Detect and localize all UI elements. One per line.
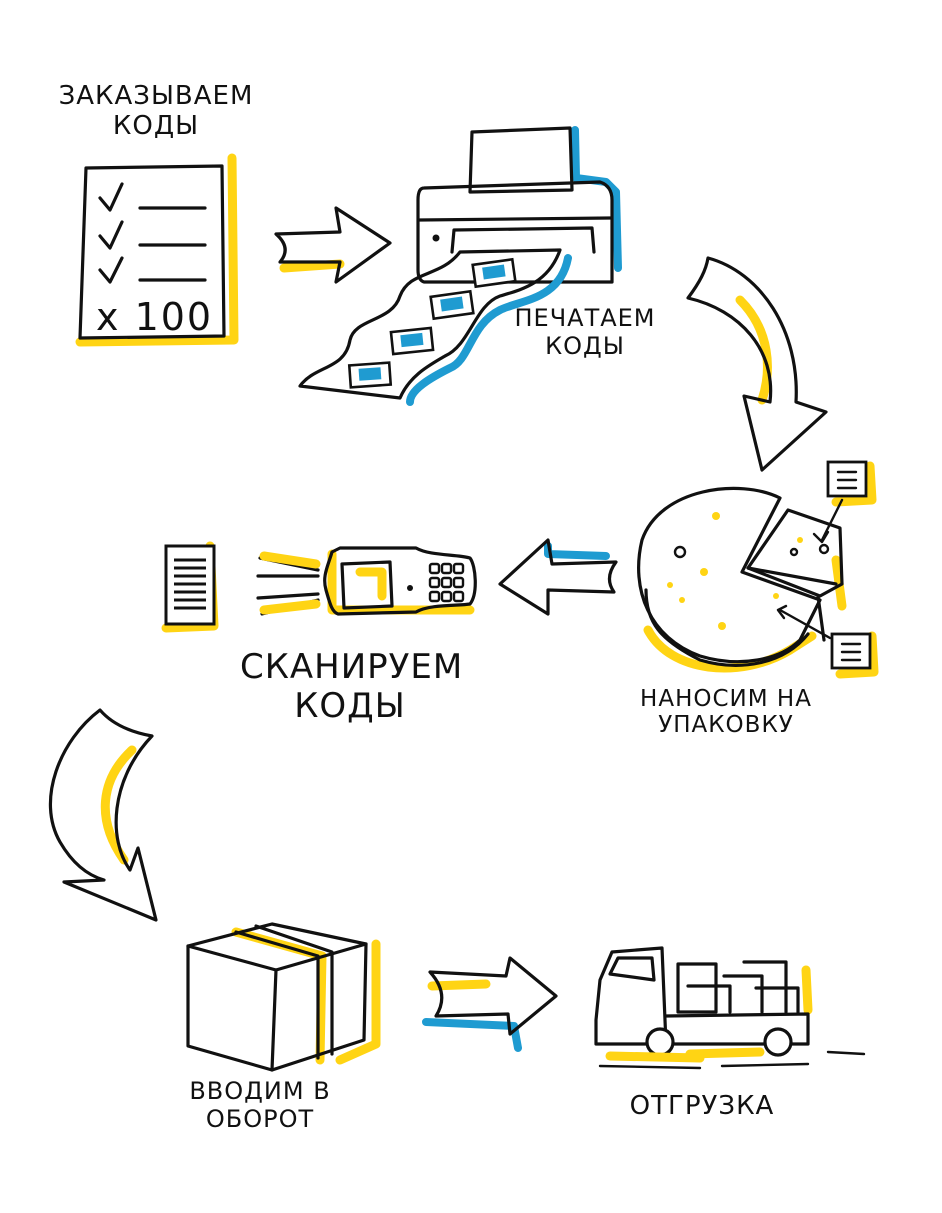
checklist-icon: x 100 [75,153,239,347]
barcode-scanner-icon [161,541,477,633]
label-put-into-circulation: вводим в оборот [189,1077,331,1133]
cheese-icon [637,460,879,679]
box-icon [186,922,381,1072]
label-print-codes: печатаем коды [514,304,656,360]
arrow-order-to-print [274,206,392,284]
label-shipment: отгрузка [629,1091,775,1121]
arrow-circulation-to-shipment [422,956,558,1052]
label-order-codes: заказываем коды [58,81,254,141]
arrow-apply-to-scan [498,538,618,616]
printer-icon [298,126,622,406]
arrow-scan-to-circulation [48,708,158,922]
label-apply-codes: наносим на упаковку [640,686,812,739]
checklist-count: x 100 [96,295,213,339]
truck-icon [594,946,866,1070]
label-scan-codes: сканируем коды [240,647,464,727]
arrow-print-to-apply [686,256,828,472]
